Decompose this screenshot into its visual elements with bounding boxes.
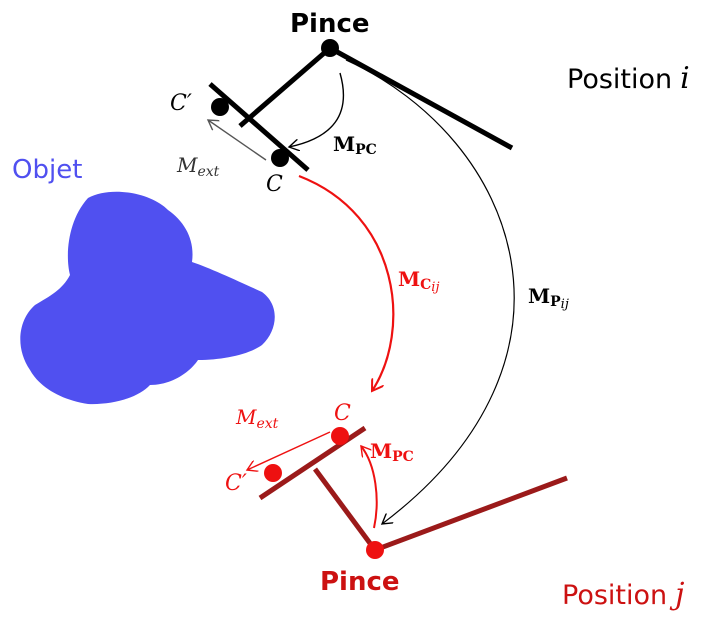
gripper-j-long-arm <box>374 475 568 553</box>
label-mpc-top: MPC <box>333 132 377 158</box>
gripper-position-i <box>208 39 514 172</box>
label-mext-top: Mext <box>176 153 220 180</box>
gripper-j-pince-point <box>366 541 384 559</box>
label-c-bottom: C <box>334 401 351 426</box>
gripper-j-finger-bar <box>258 425 367 501</box>
label-mcij: MCij <box>398 267 440 295</box>
label-mext-bottom: Mext <box>235 405 279 432</box>
label-c-top: C <box>266 172 283 197</box>
point-c-top <box>271 149 289 167</box>
mcij-arrow <box>298 174 395 391</box>
object-blob <box>20 191 275 405</box>
label-pince-bottom: Pince <box>320 567 400 597</box>
mpc-top-arrow <box>289 72 345 147</box>
gripper-i-pince-point <box>321 39 339 57</box>
mext-top-arrow <box>208 120 267 161</box>
label-c-prime-top: C′ <box>170 91 192 116</box>
gripper-i-finger-bar <box>208 82 310 172</box>
point-c-prime-bottom <box>264 464 282 482</box>
point-c-bottom <box>331 427 349 445</box>
gripper-i-long-arm <box>328 45 514 151</box>
point-c-prime-top <box>211 98 229 116</box>
mext-bottom-arrow <box>247 431 331 470</box>
gripper-i-short-arm <box>238 46 332 128</box>
mpij-arrow <box>345 59 515 524</box>
label-pince-top: Pince <box>290 9 370 39</box>
label-mpc-bottom: MPC <box>370 439 414 465</box>
gripper-position-j <box>258 425 568 559</box>
gripper-j-short-arm <box>312 467 378 552</box>
mpc-bottom-arrow <box>361 446 378 529</box>
label-mpij: MPij <box>528 284 569 312</box>
label-c-prime-bottom: C′ <box>225 471 247 496</box>
label-objet: Objet <box>12 155 82 185</box>
